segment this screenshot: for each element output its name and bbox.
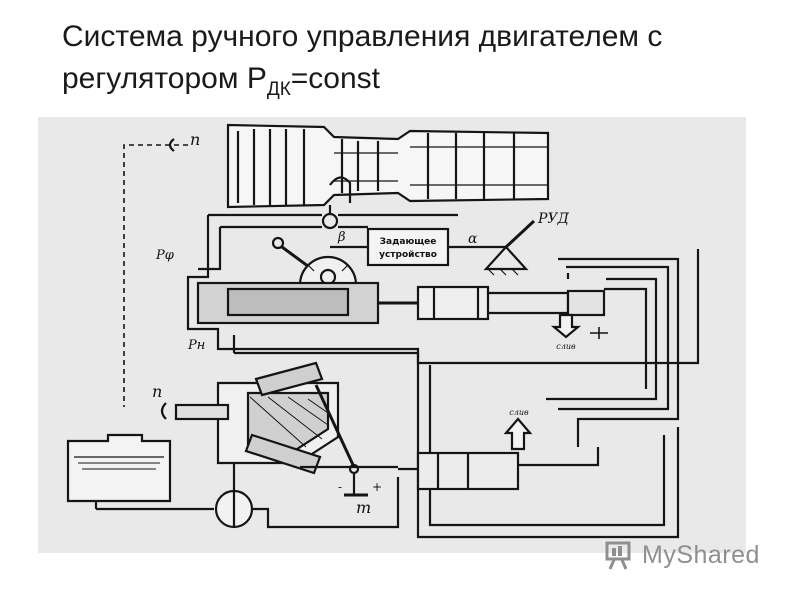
engine-control-diagram: Задающее устройство РУД α β n n Pφ Pн сл…	[38, 117, 746, 553]
rud-label: РУД	[537, 211, 570, 227]
upper-slant-piston	[254, 361, 324, 397]
pump-shaft	[174, 403, 230, 421]
n-bottom-label: n	[152, 382, 162, 401]
pivot-icon	[271, 236, 285, 250]
n-top-label: n	[190, 130, 200, 149]
title-tail: =const	[290, 62, 381, 95]
upper-servo-piston	[416, 285, 490, 321]
throttle-lever-icon[interactable]	[504, 219, 536, 249]
slide-title: Система ручного управления двигателем с …	[62, 16, 762, 111]
fuel-tank	[66, 433, 172, 503]
diagram-drawing: Задающее устройство РУД α β n n Pφ Pн сл…	[66, 123, 700, 539]
lower-lever	[314, 384, 356, 468]
p-phi-label: Pφ	[155, 248, 175, 263]
speed-sensor-top-icon	[168, 138, 175, 152]
throttle-lever-pivot	[483, 245, 529, 271]
watermark-logo: MyShared	[604, 538, 774, 572]
engine-body	[226, 123, 550, 209]
drain-label-upper: слив	[556, 342, 576, 351]
drain-arrow-lower-icon[interactable]	[503, 417, 533, 451]
drain-arrow-upper-icon[interactable]	[550, 313, 582, 339]
p-n-label: Pн	[187, 338, 205, 353]
title-main: Система ручного управления двигателем с …	[62, 20, 663, 95]
lower-slant-piston	[244, 433, 322, 475]
drain-label-lower: слив	[509, 408, 529, 417]
watermark-text: MyShared	[642, 541, 760, 569]
pressure-sensor-icon	[321, 212, 339, 230]
alpha-label: α	[468, 231, 478, 247]
title-subscript: ДК	[266, 79, 291, 100]
minus-sign: -	[338, 480, 342, 494]
setter-label-line2: устройство	[379, 250, 437, 260]
presentation-icon	[605, 541, 631, 570]
speed-sensor-bottom-icon	[160, 402, 167, 420]
m-label: m	[356, 498, 371, 517]
plus-sign: +	[372, 480, 382, 494]
setter-label-line1: Задающее	[380, 237, 437, 247]
beta-label: β	[337, 230, 346, 245]
